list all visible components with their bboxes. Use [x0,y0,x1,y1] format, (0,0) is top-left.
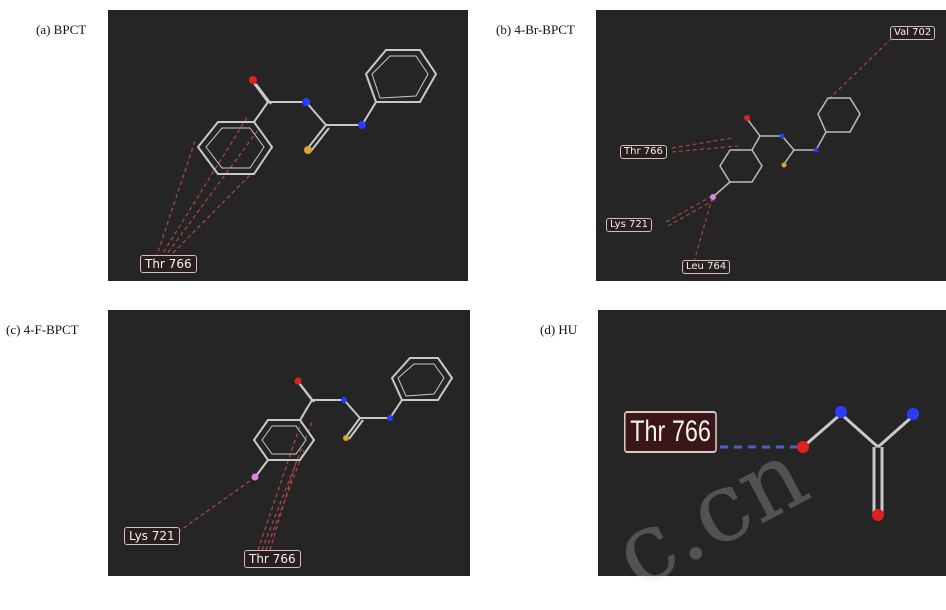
residue-label-thr766: Thr 766 [624,411,718,453]
molecule-4-f-bpct [177,357,454,551]
panel-a: Thr 766 [108,10,468,281]
molecule-hu [706,406,919,521]
molecule-4-br-bpct [665,37,893,263]
residue-label-thr766: Thr 766 [620,145,667,159]
caption-a: (a) BPCT [36,22,87,37]
caption-c: (c) 4-F-BPCT [6,322,79,337]
panel-d: Thr 766 [598,310,946,576]
panel-b: Val 702 Thr 766 Lys 721 Leu 764 [596,10,946,281]
molecule-bpct [155,49,438,259]
residue-label-thr766: Thr 766 [140,255,197,273]
residue-label-val702: Val 702 [890,26,936,40]
caption-b: (b) 4-Br-BPCT [496,22,575,37]
caption-d: (d) HU [540,322,578,337]
residue-label-lys721: Lys 721 [124,527,180,545]
residue-label-thr766: Thr 766 [244,550,301,568]
residue-label-lys721: Lys 721 [606,218,653,232]
panel-c: Lys 721 Thr 766 [108,310,470,576]
residue-label-leu764: Leu 764 [682,260,731,274]
